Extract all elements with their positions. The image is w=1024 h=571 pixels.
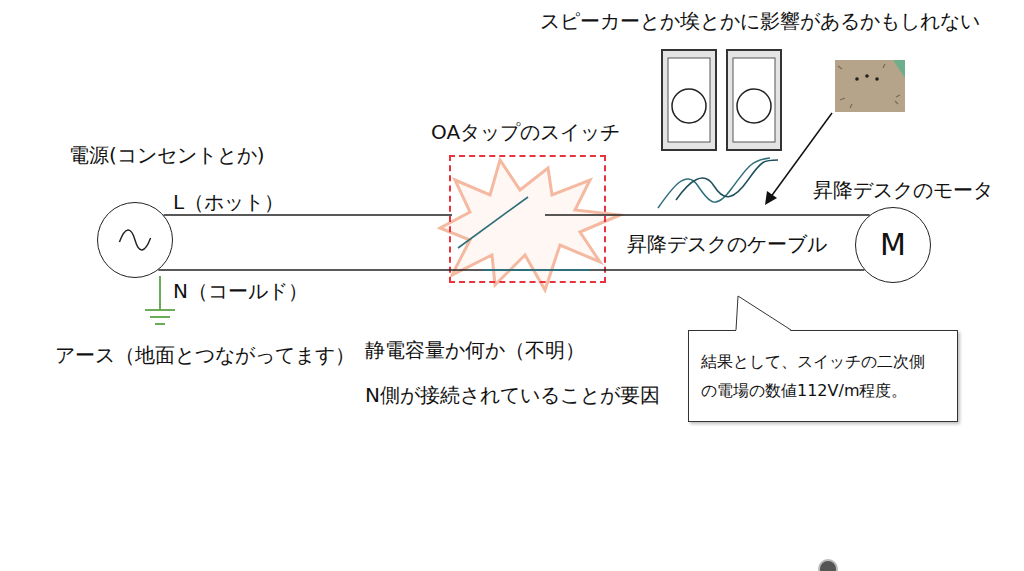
- wire-label: N（コールド）: [173, 279, 308, 303]
- callout-text: 結果として、スイッチの二次側 の電場の数値112V/m程度。: [701, 347, 947, 405]
- cable-label: 昇降デスクのケーブル: [627, 232, 827, 256]
- node-heading: 電源(コンセントとか): [69, 143, 265, 167]
- switch-contact: [483, 269, 590, 271]
- wire-line: [158, 269, 864, 271]
- note-text: スピーカーとか埃とかに影響があるかもしれない: [540, 9, 980, 33]
- switch-blade: [458, 197, 528, 248]
- noise-wave: [676, 160, 778, 200]
- wire-label: L（ホット）: [173, 190, 284, 214]
- noise-wave: [658, 158, 770, 208]
- corner-icon: [819, 560, 837, 571]
- speaker-icon: [727, 50, 781, 150]
- callout-pointer: [736, 296, 791, 331]
- power-source: 電源(コンセントとか): [97, 202, 173, 278]
- node-heading: 昇降デスクのモータ: [813, 178, 993, 202]
- motor-circle: 昇降デスクのモータM: [855, 207, 931, 283]
- speaker-icon: [662, 50, 716, 150]
- switch-box: OAタップのスイッチ: [449, 155, 606, 283]
- node-heading: OAタップのスイッチ: [431, 120, 620, 144]
- earth-label: アース（地面とつながってます）: [55, 343, 355, 367]
- earth-symbol: [145, 276, 175, 324]
- dust-image: [835, 60, 905, 112]
- wire-connector: [164, 215, 870, 216]
- note-text: 静電容量か何か（不明）: [365, 338, 585, 362]
- callout-pointer: [736, 296, 791, 330]
- wire-connector: [158, 270, 864, 271]
- sine-symbol: [98, 203, 172, 277]
- callout-box: 結果として、スイッチの二次側 の電場の数値112V/m程度。: [688, 330, 958, 422]
- motor-symbol: M: [856, 208, 930, 282]
- sine-wave: [119, 230, 150, 250]
- wire-line: [164, 214, 870, 216]
- note-text: N側が接続されていることが要因: [365, 383, 660, 407]
